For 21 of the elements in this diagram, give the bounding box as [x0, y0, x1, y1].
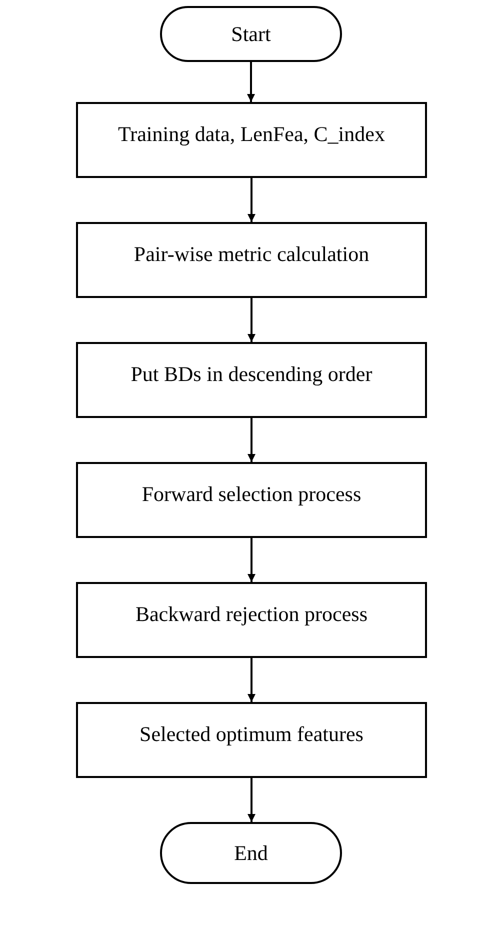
arrow: [248, 658, 256, 702]
arrow: [248, 298, 256, 342]
process-box: [76, 702, 427, 778]
node-label: End: [234, 840, 268, 866]
node-label: Forward selection process: [142, 482, 362, 507]
arrow: [248, 418, 256, 462]
process-box: [76, 222, 427, 298]
arrow: [248, 778, 256, 822]
process-box: [76, 342, 427, 418]
node-label: Selected optimum features: [140, 722, 364, 747]
node-label: Put BDs in descending order: [130, 362, 372, 387]
node-label: Backward rejection process: [135, 602, 368, 627]
node-label: Pair-wise metric calculation: [134, 242, 370, 267]
arrow: [248, 538, 256, 582]
arrow: [248, 178, 256, 222]
arrow: [247, 62, 255, 102]
process-box: [76, 582, 427, 658]
node-label: Start: [231, 22, 271, 46]
node-label: Training data, LenFea, C_index: [118, 122, 385, 147]
process-box: [76, 462, 427, 538]
process-box: [76, 102, 427, 178]
